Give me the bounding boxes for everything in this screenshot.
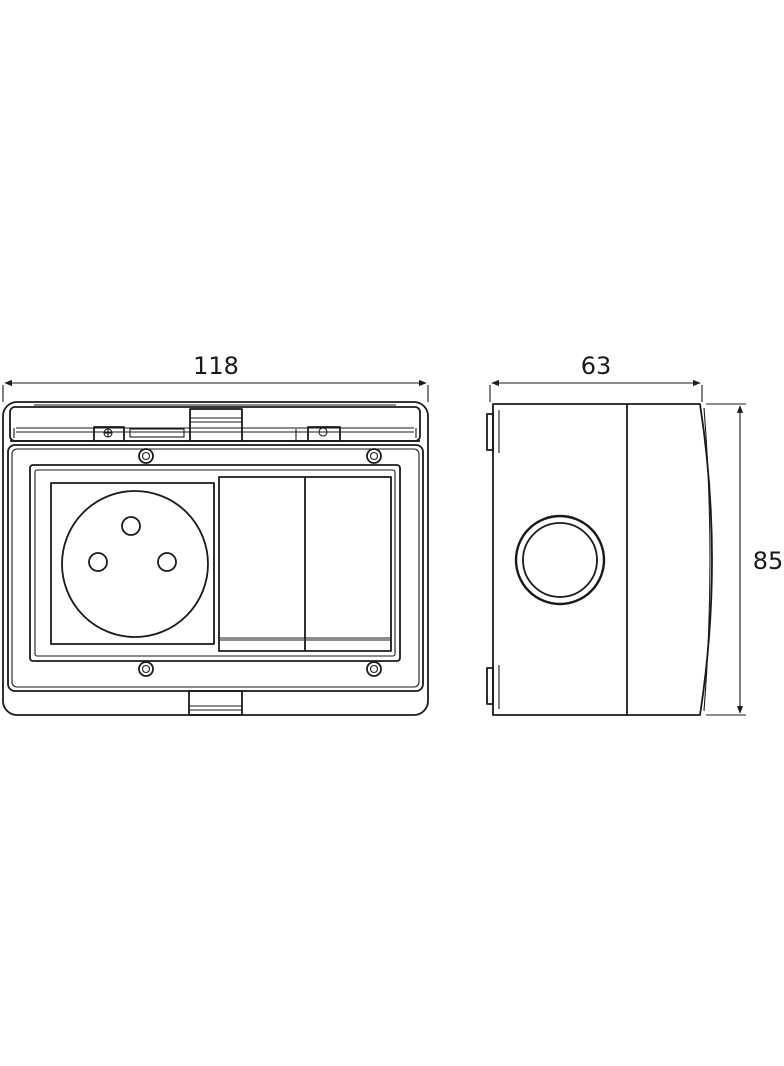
- side-outline: [492, 403, 713, 716]
- width-label: 118: [193, 352, 239, 380]
- height-label: 85: [753, 547, 784, 575]
- mounting-screws: [138, 448, 382, 677]
- socket-hole-left-icon: [88, 552, 108, 572]
- height-dimension: 85: [706, 403, 784, 716]
- lid-hinge-strip: [9, 404, 421, 442]
- depth-dimension: 63: [489, 352, 703, 402]
- faceplate: [29, 464, 401, 662]
- earth-pin-icon: [121, 516, 141, 536]
- bottom-catch: [188, 690, 243, 716]
- width-dimension: 118: [2, 352, 429, 402]
- blank-modules: [218, 476, 392, 652]
- cable-entry-icon: [514, 514, 606, 606]
- front-frame: [7, 444, 424, 692]
- socket-hole-right-icon: [157, 552, 177, 572]
- side-view: 63 85: [486, 352, 784, 716]
- socket-outlet: [50, 482, 215, 645]
- depth-label: 63: [581, 352, 612, 380]
- front-view: 118: [2, 352, 429, 716]
